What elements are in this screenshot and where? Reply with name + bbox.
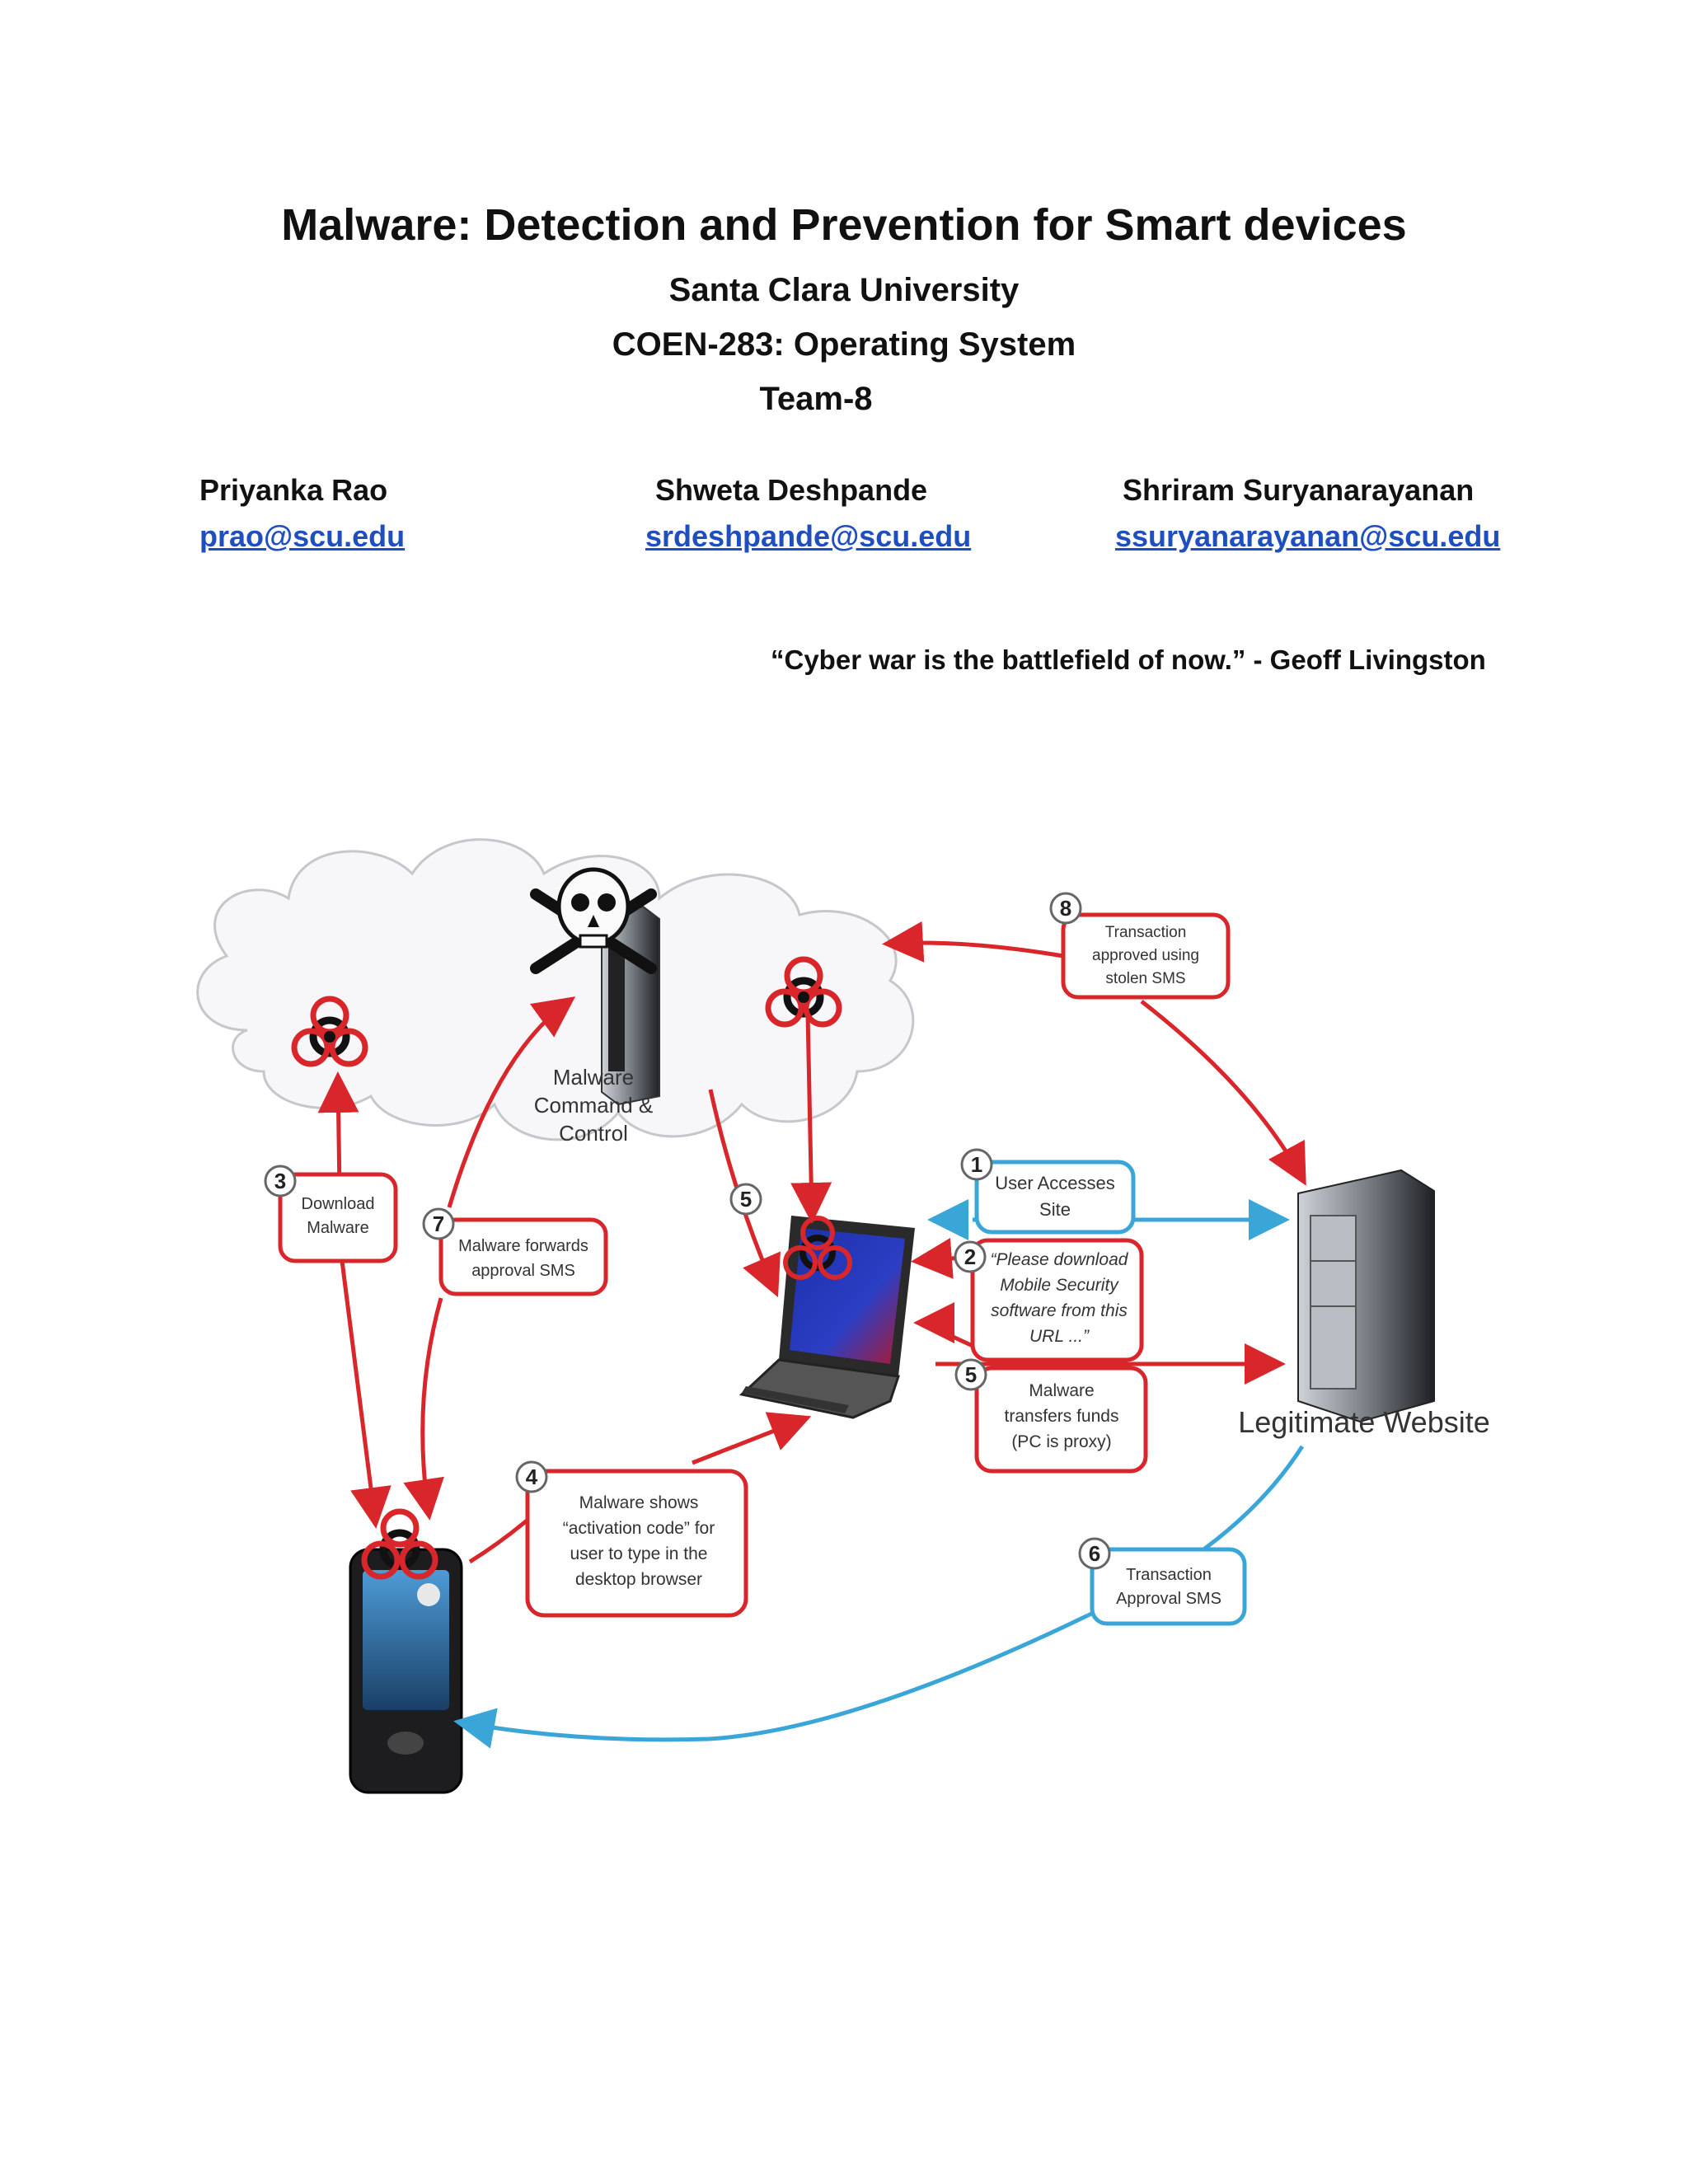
svg-text:approval SMS: approval SMS bbox=[471, 1262, 575, 1280]
svg-text:stolen SMS: stolen SMS bbox=[1105, 970, 1185, 987]
svg-text:7: 7 bbox=[433, 1212, 444, 1236]
svg-text:“Please download: “Please download bbox=[991, 1250, 1129, 1269]
author-name-1: Priyanka Rao bbox=[199, 473, 388, 507]
svg-text:desktop browser: desktop browser bbox=[575, 1570, 702, 1589]
epigraph-quote: “Cyber war is the battlefield of now.” -… bbox=[771, 644, 1486, 675]
svg-text:User Accesses: User Accesses bbox=[995, 1173, 1115, 1193]
author-email-1[interactable]: prao@scu.edu bbox=[199, 519, 406, 553]
svg-text:user to type in the: user to type in the bbox=[570, 1544, 708, 1563]
svg-text:Malware forwards: Malware forwards bbox=[458, 1237, 588, 1255]
course-name: COEN-283: Operating System bbox=[612, 326, 1076, 363]
malware-server-label: Malware Command & Control bbox=[534, 1065, 654, 1146]
svg-text:Command &: Command & bbox=[534, 1093, 654, 1118]
svg-text:“activation code” for: “activation code” for bbox=[563, 1519, 715, 1538]
team-name: Team-8 bbox=[759, 381, 873, 417]
biohazard-icon bbox=[765, 956, 842, 1028]
legitimate-website-label: Legitimate Website bbox=[1238, 1405, 1490, 1439]
step-5-badge: 5 bbox=[729, 1183, 762, 1216]
author-email-2[interactable]: srdeshpande@scu.edu bbox=[645, 519, 972, 553]
author-email-3[interactable]: ssuryanarayanan@scu.edu bbox=[1115, 519, 1501, 553]
svg-text:6: 6 bbox=[1089, 1541, 1100, 1566]
svg-text:Malware: Malware bbox=[553, 1065, 634, 1090]
legitimate-server-icon bbox=[1297, 1169, 1435, 1423]
svg-text:2: 2 bbox=[964, 1244, 976, 1269]
svg-text:(PC is proxy): (PC is proxy) bbox=[1011, 1432, 1111, 1451]
svg-text:5: 5 bbox=[965, 1362, 977, 1387]
svg-text:Transaction: Transaction bbox=[1105, 924, 1187, 941]
svg-text:transfers funds: transfers funds bbox=[1005, 1407, 1119, 1426]
phone-icon bbox=[349, 1548, 463, 1794]
svg-text:Site: Site bbox=[1039, 1199, 1071, 1220]
step-8-bubble: 8 Transaction approved using stolen SMS bbox=[1049, 892, 1231, 1000]
svg-text:Approval SMS: Approval SMS bbox=[1116, 1590, 1221, 1608]
step-4-bubble: 4 Malware shows “activation code” for us… bbox=[515, 1460, 748, 1618]
biohazard-icon bbox=[291, 996, 368, 1067]
svg-text:Malware: Malware bbox=[307, 1219, 369, 1237]
paper-title: Malware: Detection and Prevention for Sm… bbox=[281, 200, 1407, 250]
svg-text:Malware: Malware bbox=[1029, 1381, 1094, 1400]
author-name-2: Shweta Deshpande bbox=[655, 473, 928, 507]
svg-text:Control: Control bbox=[559, 1121, 628, 1146]
step-5-bubble: 5 Malware transfers funds (PC is proxy) bbox=[954, 1358, 1148, 1474]
svg-text:4: 4 bbox=[526, 1465, 538, 1489]
svg-text:URL ...”: URL ...” bbox=[1029, 1327, 1090, 1346]
svg-text:8: 8 bbox=[1060, 896, 1071, 921]
step-3-bubble: 3 Download Malware bbox=[264, 1165, 398, 1263]
svg-text:approved using: approved using bbox=[1092, 947, 1199, 964]
step-2-bubble: 2 “Please download Mobile Security softw… bbox=[954, 1238, 1144, 1362]
laptop-icon bbox=[738, 1216, 915, 1419]
svg-text:Transaction: Transaction bbox=[1126, 1566, 1212, 1584]
svg-text:1: 1 bbox=[971, 1152, 982, 1177]
university-name: Santa Clara University bbox=[668, 272, 1020, 308]
svg-text:software from this: software from this bbox=[991, 1301, 1128, 1320]
svg-text:Mobile Security: Mobile Security bbox=[1000, 1276, 1119, 1295]
svg-text:3: 3 bbox=[274, 1169, 286, 1193]
svg-text:Download: Download bbox=[302, 1195, 375, 1213]
step-6-bubble: 6 Transaction Approval SMS bbox=[1078, 1537, 1247, 1626]
skull-crossbones-icon bbox=[530, 867, 657, 974]
step-7-bubble: 7 Malware forwards approval SMS bbox=[422, 1207, 608, 1296]
svg-text:Malware shows: Malware shows bbox=[579, 1493, 699, 1512]
svg-text:5: 5 bbox=[740, 1187, 752, 1212]
author-name-3: Shriram Suryanarayanan bbox=[1123, 473, 1475, 507]
step-1-bubble: 1 User Accesses Site bbox=[960, 1148, 1136, 1235]
malware-server-icon bbox=[601, 905, 660, 1106]
